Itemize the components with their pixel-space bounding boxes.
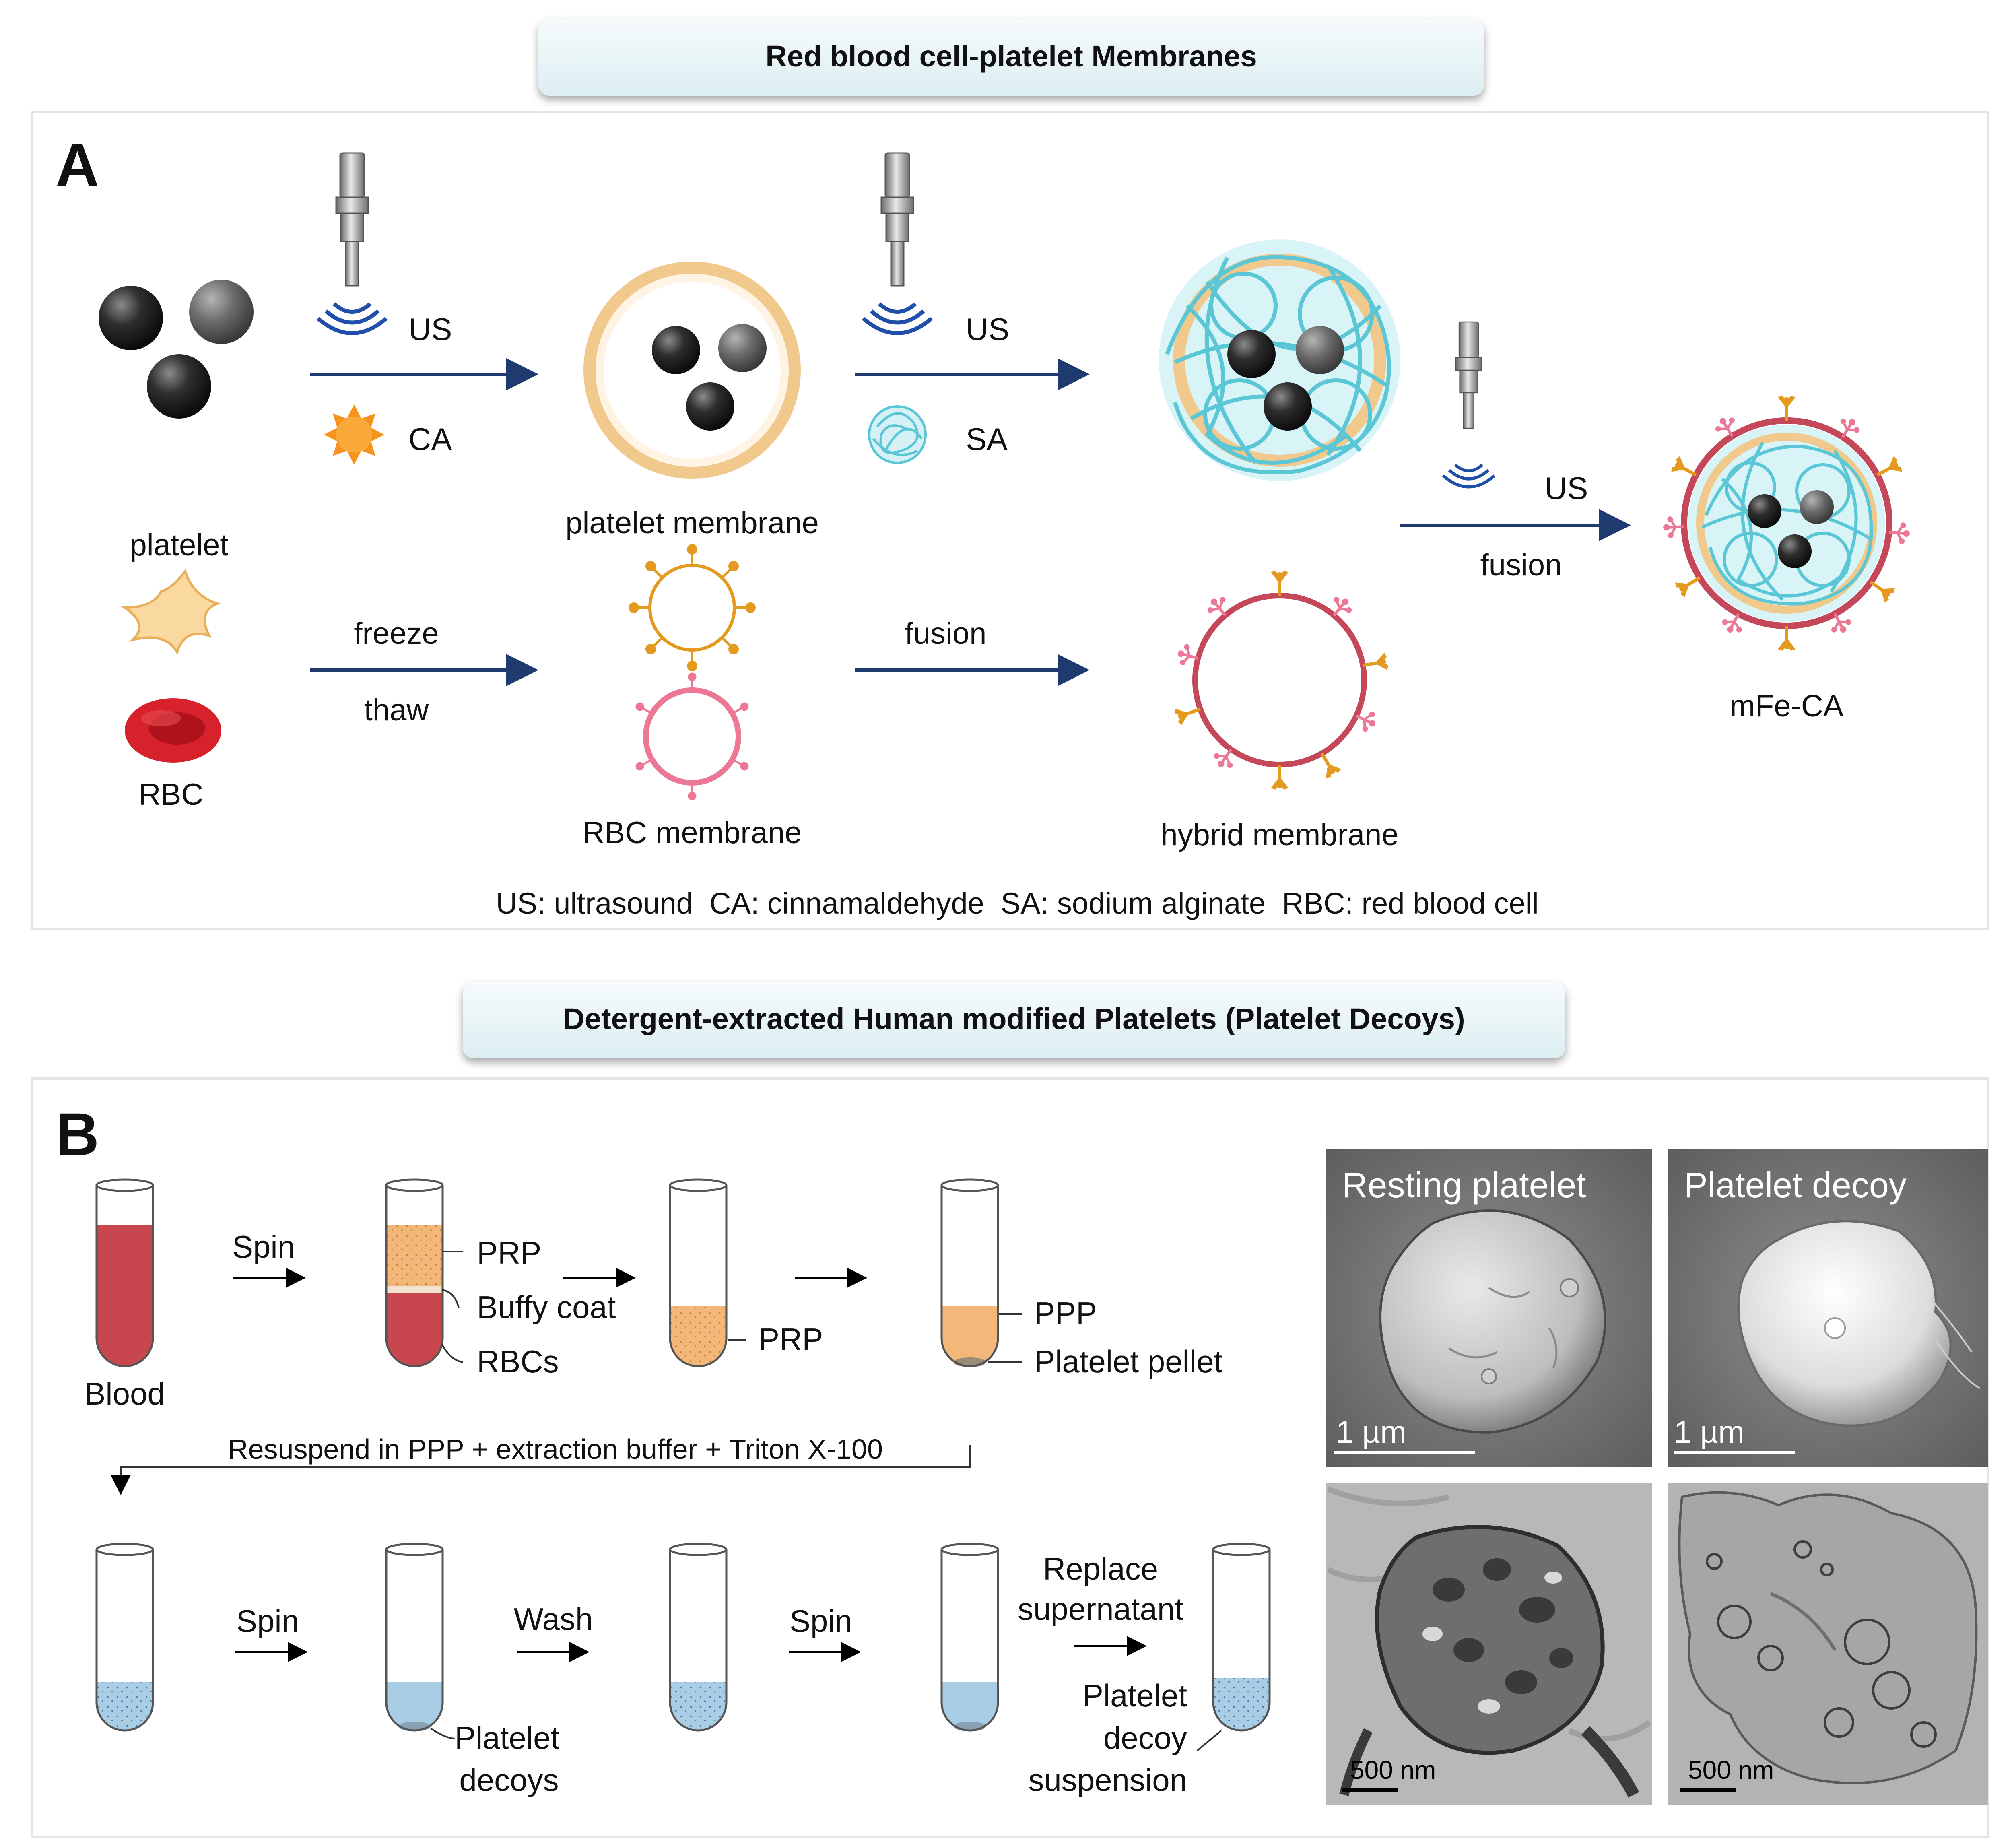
panel-b-header-box bbox=[463, 982, 1565, 1058]
tube-ppp bbox=[942, 1180, 998, 1367]
label-sa: SA bbox=[966, 421, 1008, 457]
label-ca: CA bbox=[408, 421, 452, 457]
label-fusion-1: fusion bbox=[905, 617, 987, 651]
label-decoy-suspension-3: suspension bbox=[1028, 1762, 1187, 1798]
rbc-membrane-fragment bbox=[635, 672, 749, 800]
panel-b-frame bbox=[31, 1077, 1989, 1838]
tube-extraction bbox=[97, 1544, 153, 1730]
label-replace: Replace bbox=[1043, 1551, 1158, 1586]
label-platelet-membrane: platelet membrane bbox=[565, 506, 818, 540]
label-resuspend: Resuspend in PPP + extraction buffer + T… bbox=[228, 1433, 883, 1465]
label-us-1: US bbox=[408, 311, 452, 347]
sem-decoy-scale: 1 µm bbox=[1674, 1414, 1744, 1450]
sodium-alginate-icon bbox=[868, 405, 927, 464]
platelet-membrane-fragment bbox=[629, 544, 756, 671]
platelet-membrane-vesicle bbox=[583, 262, 801, 479]
panel-a: Red blood cell-platelet Membranes A US C… bbox=[31, 19, 1989, 930]
label-us-2: US bbox=[966, 311, 1009, 347]
label-spin-1: Spin bbox=[232, 1229, 295, 1264]
label-mfe-ca: mFe-CA bbox=[1730, 689, 1844, 723]
panel-b-letter: B bbox=[56, 1100, 99, 1168]
sem-resting-scale: 1 µm bbox=[1336, 1414, 1406, 1450]
panel-a-header: Red blood cell-platelet Membranes bbox=[765, 39, 1257, 73]
sem-resting-title: Resting platelet bbox=[1342, 1165, 1586, 1205]
label-rbc-membrane: RBC membrane bbox=[583, 816, 802, 850]
label-rbcs: RBCs bbox=[477, 1344, 559, 1379]
label-supernatant: supernatant bbox=[1018, 1591, 1183, 1627]
label-wash: Wash bbox=[514, 1601, 593, 1637]
panel-b: Detergent-extracted Human modified Plate… bbox=[31, 982, 1989, 1838]
alginate-coated-core bbox=[1159, 239, 1400, 481]
tube-pelleted bbox=[942, 1544, 998, 1731]
sem-platelet-decoy bbox=[1668, 1149, 1988, 1467]
tube-decoy-suspension bbox=[1213, 1544, 1270, 1730]
tube-blood bbox=[97, 1180, 153, 1366]
rbc-cell-icon bbox=[125, 698, 221, 763]
label-platelet-pellet: Platelet pellet bbox=[1034, 1344, 1223, 1379]
label-buffy-coat: Buffy coat bbox=[477, 1289, 616, 1325]
label-decoy-suspension-1: Platelet bbox=[1082, 1678, 1187, 1713]
tube-washed bbox=[670, 1544, 726, 1730]
label-us-3: US bbox=[1544, 470, 1588, 506]
tem-resting-platelet bbox=[1326, 1483, 1652, 1805]
label-prp-1: PRP bbox=[477, 1235, 541, 1270]
panel-a-letter: A bbox=[56, 131, 99, 199]
sem-decoy-title: Platelet decoy bbox=[1684, 1165, 1907, 1205]
tube-prp bbox=[670, 1180, 726, 1366]
sem-resting-platelet bbox=[1326, 1149, 1652, 1467]
label-decoy-suspension-2: decoy bbox=[1103, 1720, 1187, 1755]
tube-decoy-pellet bbox=[386, 1544, 443, 1731]
label-ppp: PPP bbox=[1034, 1295, 1097, 1331]
tube-separated bbox=[386, 1180, 443, 1366]
label-platelet-decoys-1: Platelet bbox=[455, 1720, 559, 1755]
hybrid-membrane bbox=[1174, 571, 1389, 790]
label-spin-3: Spin bbox=[790, 1603, 852, 1639]
fe-nanoparticles bbox=[99, 280, 254, 419]
panel-a-legend: US: ultrasound CA: cinnamaldehyde SA: so… bbox=[496, 887, 1538, 920]
label-freeze: freeze bbox=[354, 617, 439, 651]
label-thaw: thaw bbox=[364, 693, 429, 727]
tem-platelet-decoy bbox=[1668, 1483, 1988, 1805]
label-platelet-decoys-2: decoys bbox=[459, 1762, 559, 1798]
label-platelet: platelet bbox=[130, 528, 228, 562]
mfe-ca-particle bbox=[1663, 396, 1911, 651]
tem-resting-scale: 500 nm bbox=[1350, 1755, 1436, 1784]
tem-decoy-scale: 500 nm bbox=[1688, 1755, 1774, 1784]
panel-b-header: Detergent-extracted Human modified Plate… bbox=[563, 1002, 1465, 1035]
label-spin-2: Spin bbox=[236, 1603, 299, 1639]
panel-a-header-box bbox=[538, 19, 1484, 96]
label-prp-2: PRP bbox=[759, 1322, 823, 1357]
platelet-cell-icon bbox=[121, 569, 221, 655]
label-fusion-2: fusion bbox=[1480, 548, 1562, 582]
label-hybrid-membrane: hybrid membrane bbox=[1161, 818, 1398, 852]
label-blood: Blood bbox=[85, 1376, 165, 1411]
cinnamaldehyde-icon bbox=[324, 404, 384, 465]
label-rbc: RBC bbox=[139, 778, 203, 812]
